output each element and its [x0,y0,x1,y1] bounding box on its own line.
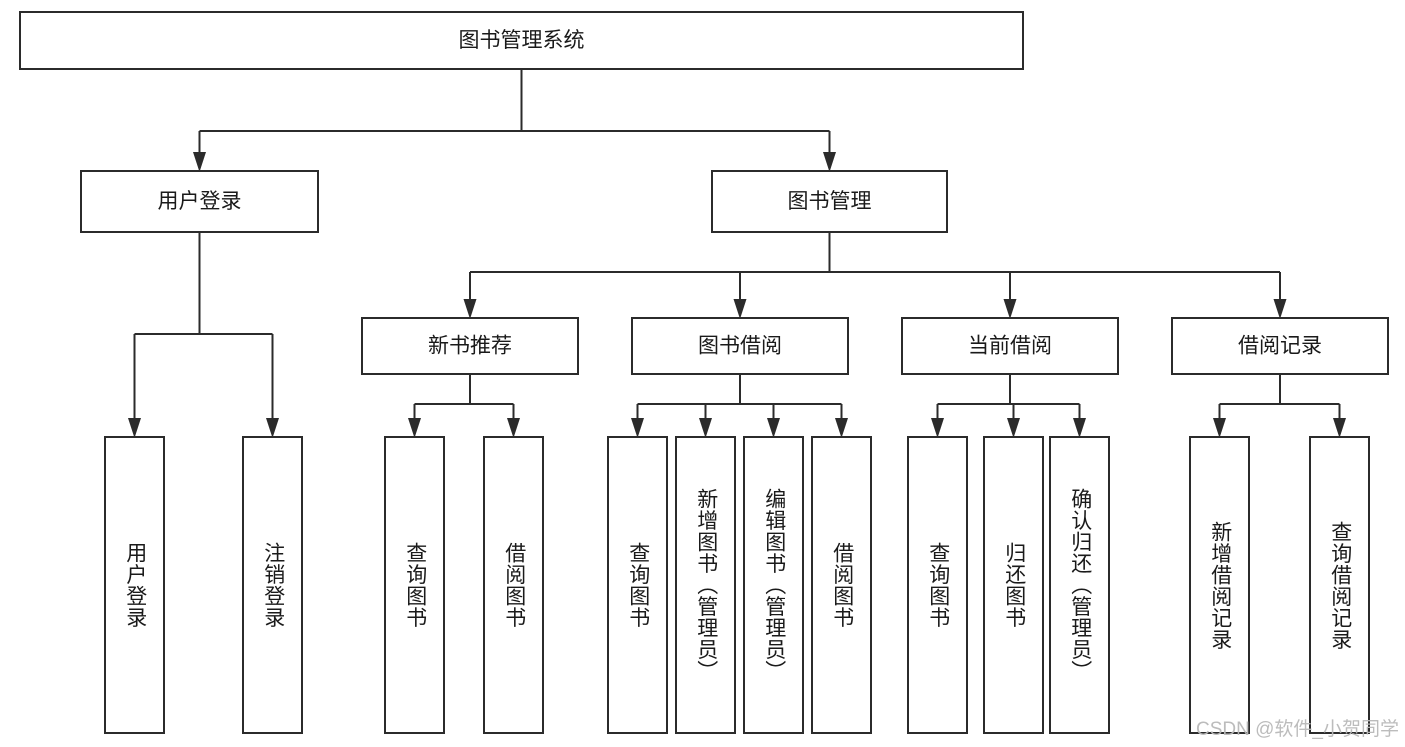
node-label-l2-book-manage: 图书管理 [788,190,872,213]
node-label-root: 图书管理系统 [459,29,585,52]
connector-group-l2-user-login [128,232,279,438]
node-label-l2-user-login: 用户登录 [158,190,242,213]
node-box-l3-current[interactable] [900,316,1120,376]
arrow-head-leaf-cb-query [931,418,944,438]
arrow-head-leaf-logout [266,418,279,438]
connector-group-l2-book-manage [463,232,1287,319]
arrow-head-leaf-user-login [128,418,141,438]
arrow-head-leaf-bb-borrow [835,418,848,438]
node-box-leaf-cb-return[interactable] [982,435,1045,735]
node-label-l3-current: 当前借阅 [968,335,1052,358]
connector-group-l3-borrow [631,374,848,438]
csdn-watermark: CSDN @软件_小贺同学 [1196,719,1399,740]
node-label-l3-new-book: 新书推荐 [428,335,512,358]
node-box-leaf-cb-confirm[interactable] [1048,435,1111,735]
node-box-leaf-bb-borrow[interactable] [810,435,873,735]
connector-group-l3-new-book [408,374,520,438]
node-box-leaf-bb-add[interactable] [674,435,737,735]
node-box-leaf-rec-add[interactable] [1188,435,1251,735]
arrow-head-leaf-nb-query [408,418,421,438]
node-label-l3-borrow: 图书借阅 [698,335,782,358]
node-box-root[interactable] [18,10,1025,71]
arrow-head-leaf-cb-return [1007,418,1020,438]
node-box-leaf-cb-query[interactable] [906,435,969,735]
node-box-leaf-bb-edit[interactable] [742,435,805,735]
arrow-head-l3-current [1003,299,1017,319]
arrow-head-leaf-rec-add [1213,418,1226,438]
node-label-l3-record: 借阅记录 [1238,335,1322,358]
node-box-layer [18,10,1390,735]
connector-layer [128,69,1346,438]
node-box-leaf-user-login[interactable] [103,435,166,735]
node-box-l2-user-login[interactable] [79,169,320,234]
arrow-head-l2-user-login [193,152,206,172]
node-box-l3-new-book[interactable] [360,316,580,376]
node-box-leaf-logout[interactable] [241,435,304,735]
node-box-l3-borrow[interactable] [630,316,850,376]
node-box-leaf-nb-borrow[interactable] [482,435,545,735]
node-box-l2-book-manage[interactable] [710,169,949,234]
arrow-head-l3-new-book [463,299,477,319]
arrow-head-leaf-rec-query [1333,418,1346,438]
node-box-leaf-bb-query[interactable] [606,435,669,735]
arrow-head-leaf-bb-query [631,418,644,438]
node-box-leaf-rec-query[interactable] [1308,435,1371,735]
arrow-head-leaf-bb-edit [767,418,780,438]
arrow-head-l2-book-manage [823,152,836,172]
arrow-head-leaf-bb-add [699,418,712,438]
arrow-head-leaf-cb-confirm [1073,418,1086,438]
arrow-head-l3-record [1273,299,1287,319]
node-box-leaf-nb-query[interactable] [383,435,446,735]
connector-group-l3-record [1213,374,1346,438]
arrow-head-leaf-nb-borrow [507,418,520,438]
arrow-head-l3-borrow [733,299,747,319]
connector-group-root [193,69,836,172]
connector-group-l3-current [931,374,1086,438]
node-box-l3-record[interactable] [1170,316,1390,376]
